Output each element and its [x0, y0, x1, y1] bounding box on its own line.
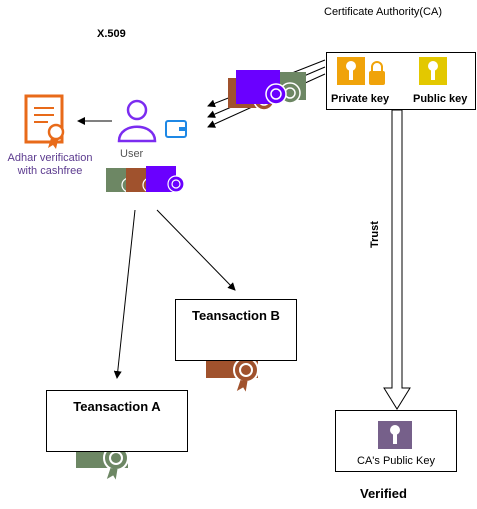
user-to-transaction-a-arrow: [113, 209, 136, 379]
x509-label: X.509: [97, 28, 126, 40]
user-certificate-stack: [106, 166, 185, 193]
ca-certificate-stack: [228, 70, 306, 111]
transaction-b-title: Teansaction B: [192, 308, 280, 323]
user-to-transaction-b-arrow: [156, 209, 236, 291]
trust-arrow: [383, 109, 411, 410]
verified-label: Verified: [360, 486, 407, 501]
ca-keys-icons: [337, 57, 447, 85]
private-key-icon: [337, 57, 385, 85]
user-icon: [117, 99, 157, 143]
ca-public-key-icon: [378, 421, 412, 449]
user-label: User: [120, 148, 144, 160]
transaction-b-box: Teansaction B: [175, 299, 297, 361]
trust-label: Trust: [369, 221, 381, 248]
ca-public-key-icon-wrap: [378, 421, 412, 449]
adhar-certificate-icon: [24, 94, 65, 149]
ca-public-key-box: CA's Public Key: [335, 410, 457, 472]
ca-keys-box: Private key Public key: [326, 52, 476, 110]
adhar-label: Adhar verification with cashfree: [7, 152, 93, 177]
transaction-a-title: Teansaction A: [73, 399, 161, 414]
wallet-icon: [165, 120, 187, 138]
ca-public-key-label: CA's Public Key: [357, 455, 435, 467]
public-key-icon: [419, 57, 447, 85]
public-key-label: Public key: [413, 93, 468, 105]
ca-title: Certificate Authority(CA): [324, 6, 442, 18]
transaction-a-box: Teansaction A: [46, 390, 188, 452]
private-key-label: Private key: [331, 93, 390, 105]
